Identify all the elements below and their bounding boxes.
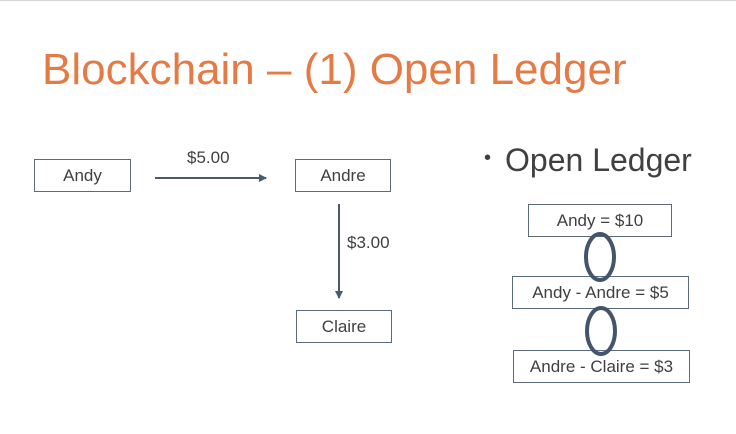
node-andre: Andre: [295, 159, 391, 192]
edge-label-andre-to-claire: $3.00: [347, 233, 390, 252]
ledger-entry: Andy = $10: [528, 204, 672, 237]
slide-title: Blockchain – (1) Open Ledger: [42, 45, 627, 94]
ledger-entry: Andy - Andre = $5: [512, 276, 689, 309]
slide-top-border: [0, 0, 736, 1]
node-andy: Andy: [34, 159, 131, 192]
ledger-bullet: • Open Ledger: [484, 140, 692, 180]
edge-label-andy-to-andre: $5.00: [187, 148, 230, 167]
ledger-bullet-text: Open Ledger: [505, 142, 692, 178]
node-claire: Claire: [296, 310, 392, 343]
bullet-dot-icon: •: [484, 146, 492, 169]
ledger-entry: Andre - Claire = $3: [513, 350, 690, 383]
